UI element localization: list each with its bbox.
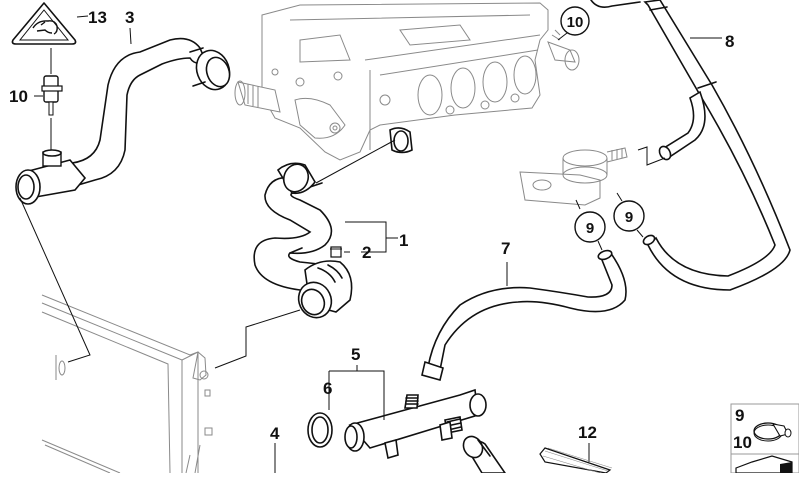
coolant-pipe-5: [344, 388, 487, 460]
callout-10: 10: [567, 14, 584, 31]
callout-8: 8: [725, 32, 734, 51]
callout-7: 7: [501, 239, 510, 258]
callout-6: 6: [323, 379, 332, 398]
callout-13: 13: [88, 8, 107, 27]
callout-12: 12: [578, 423, 597, 442]
seal-ring-6: [307, 412, 333, 448]
expansion-tank-valve: [519, 147, 628, 206]
callout-9-left-circle: 9: [574, 211, 606, 243]
lower-hose-end: [462, 435, 507, 474]
wedge-shim-icon: [735, 455, 793, 474]
callout-1: 1: [399, 231, 408, 250]
callout-11: 10: [9, 87, 28, 106]
callout-9-right-circle: 9: [613, 200, 645, 232]
engine-cylinder-head: [234, 2, 580, 161]
hose-clamp-icon: [753, 422, 792, 442]
callout-10-circle: 10: [560, 6, 590, 36]
hose-8: [590, 0, 791, 291]
legend-label-9: 9: [735, 406, 744, 425]
engine-outlet-nipple: [389, 127, 413, 154]
bleed-screw-2: [330, 246, 342, 258]
callout-4: 4: [270, 424, 280, 443]
hose-3: [15, 37, 231, 205]
callout-5: 5: [351, 345, 360, 364]
callout-9-right: 9: [625, 209, 633, 226]
callout-9-left: 9: [586, 220, 594, 237]
legend-box: 9 10: [730, 403, 799, 474]
hose-1: [253, 162, 353, 319]
hot-coolant-warning-icon: [11, 2, 77, 45]
radiator: [41, 294, 213, 474]
temperature-sensor: [41, 75, 63, 116]
hose-7: [421, 249, 627, 381]
callout-2: 2: [362, 243, 371, 262]
legend-label-10: 10: [733, 433, 752, 452]
callout-3: 3: [125, 8, 134, 27]
insulation-strip-12: [539, 447, 613, 474]
